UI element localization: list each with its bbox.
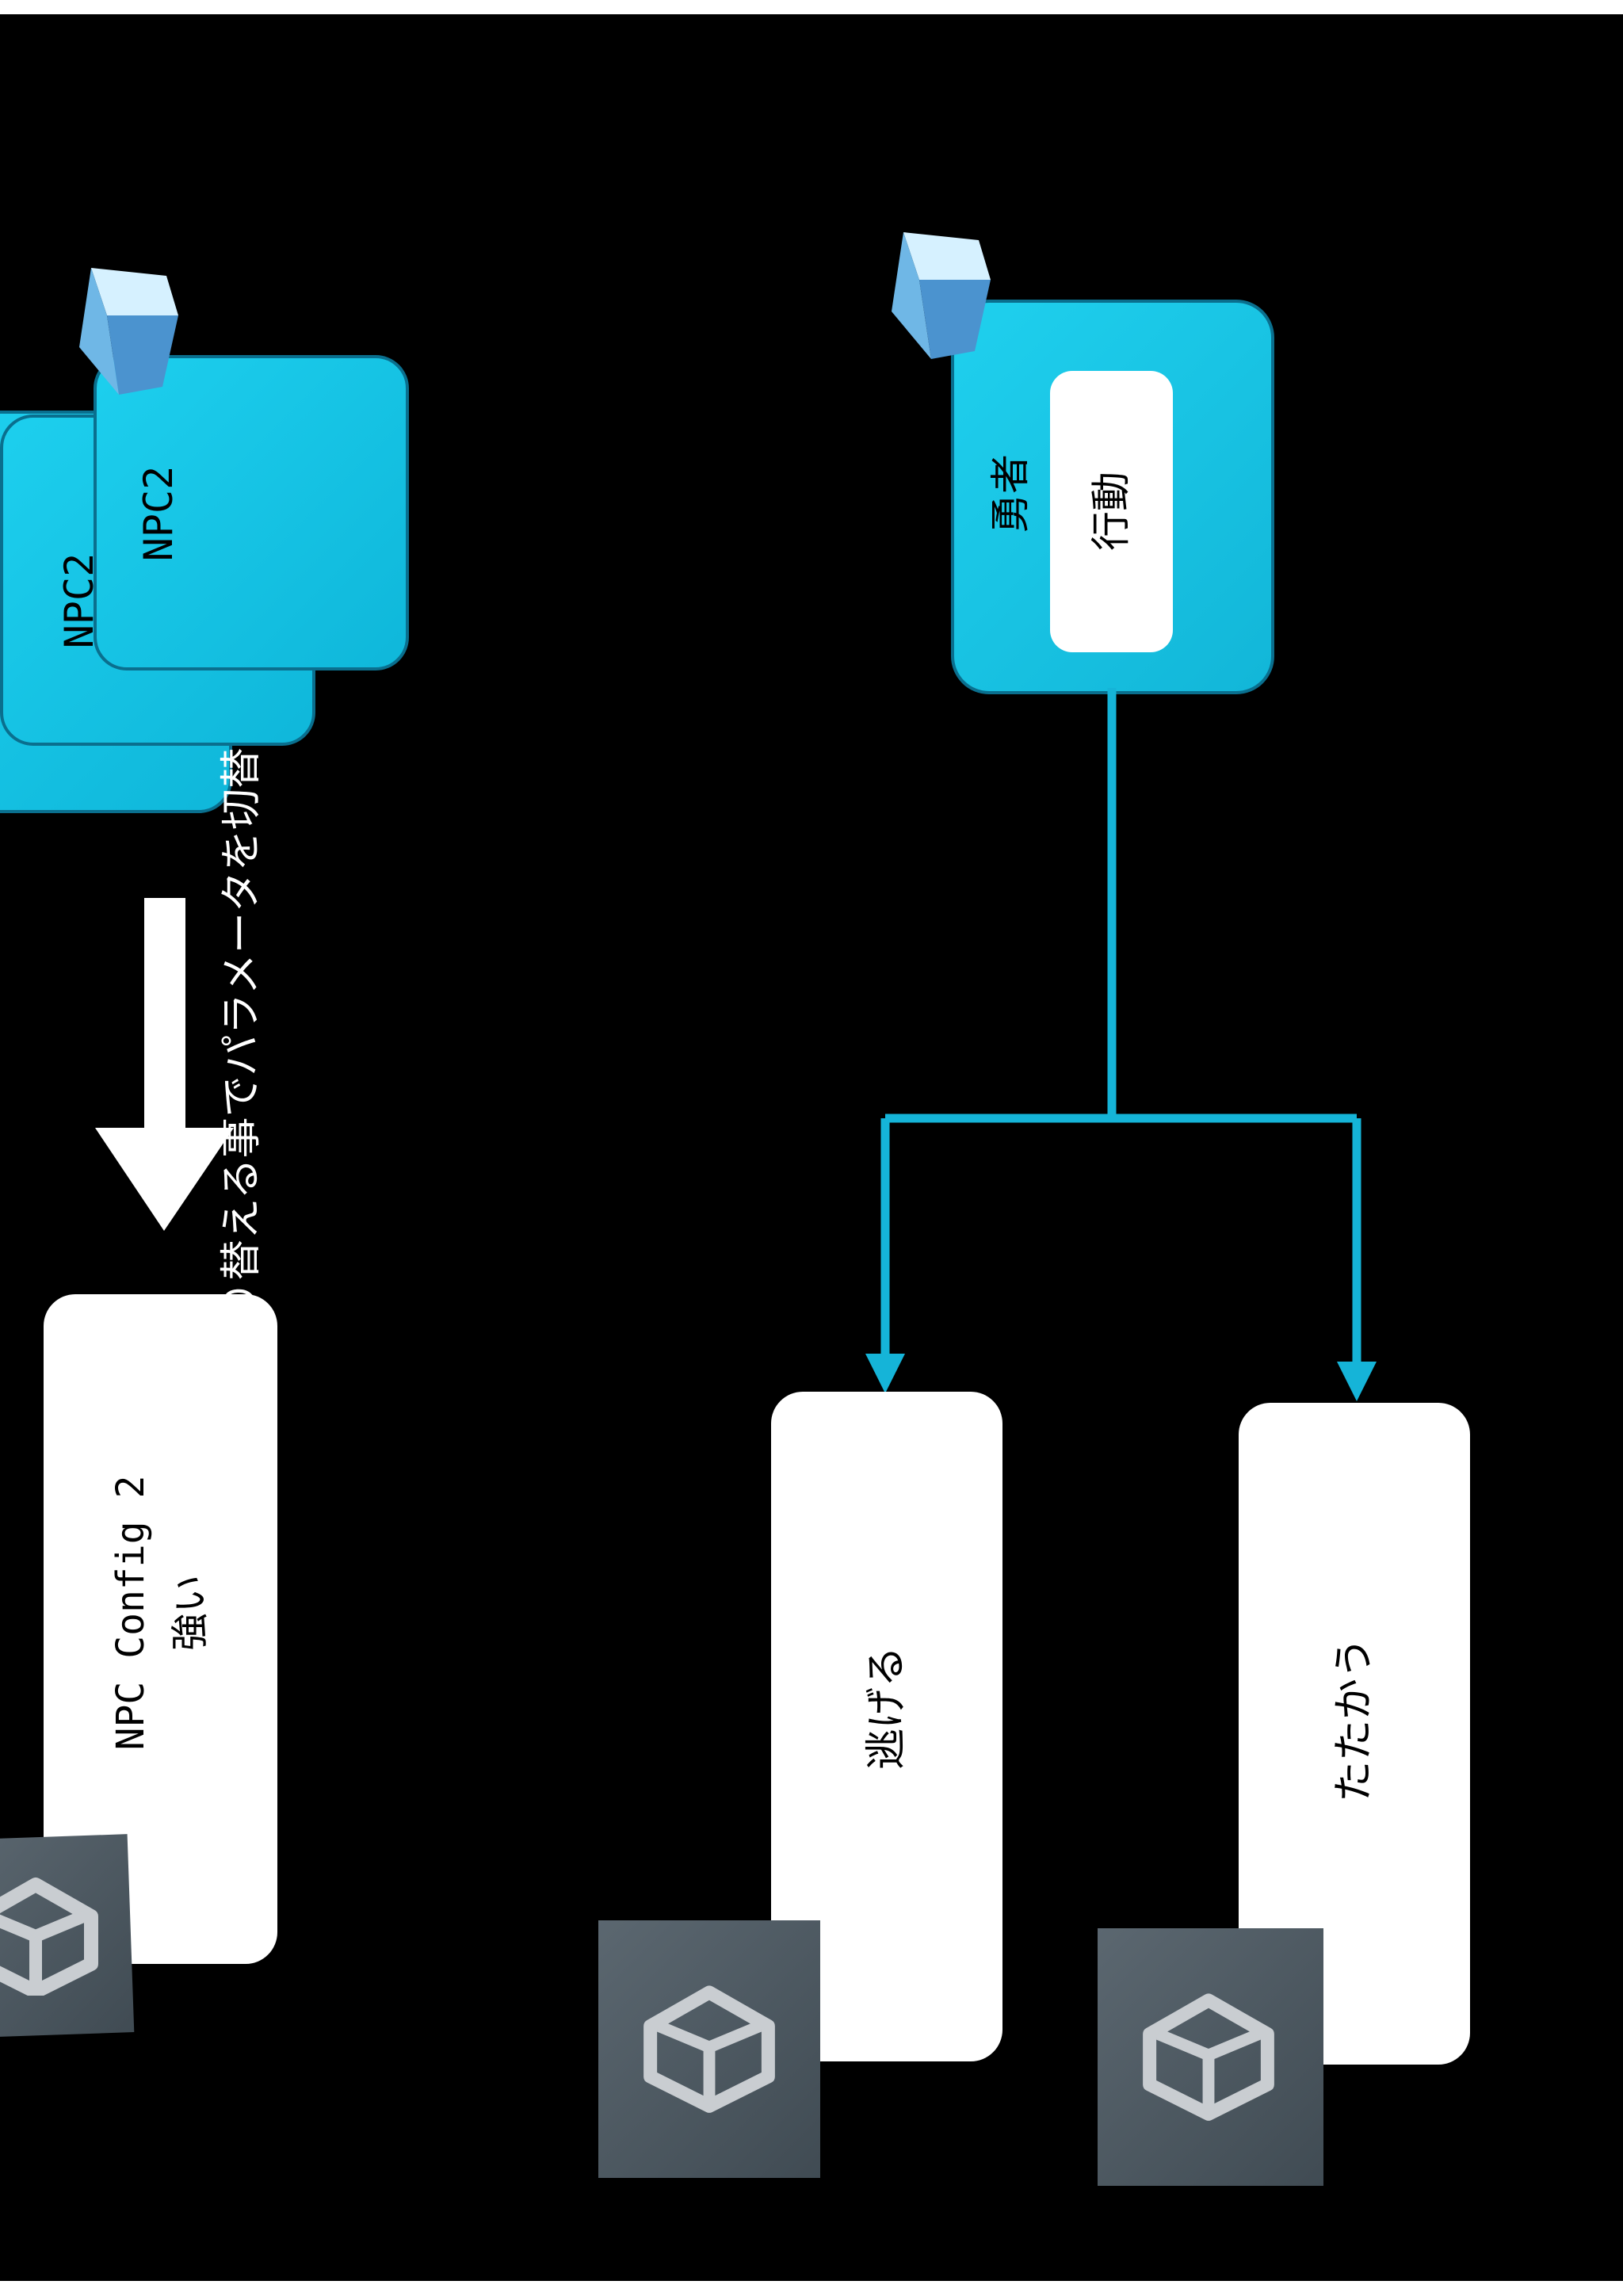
cube-icon	[892, 232, 991, 359]
npc-card-front	[94, 355, 409, 670]
fight-option-label: たたかう	[1331, 1637, 1378, 1803]
hero-action-box	[1050, 371, 1173, 652]
unity-logo-icon	[1143, 1993, 1274, 2121]
unity-logo-icon	[0, 1878, 98, 1996]
branch-connector	[865, 688, 1377, 1401]
arrow-down-icon	[95, 898, 234, 1231]
slide: NPC2 NPC2 NPC Config 2 強い ●同一ScriptでもSOを…	[0, 14, 1623, 2281]
flee-option-label: 逃げる	[863, 1646, 911, 1771]
unity-logo-icon	[643, 1985, 775, 2113]
cube-icon	[79, 268, 178, 395]
